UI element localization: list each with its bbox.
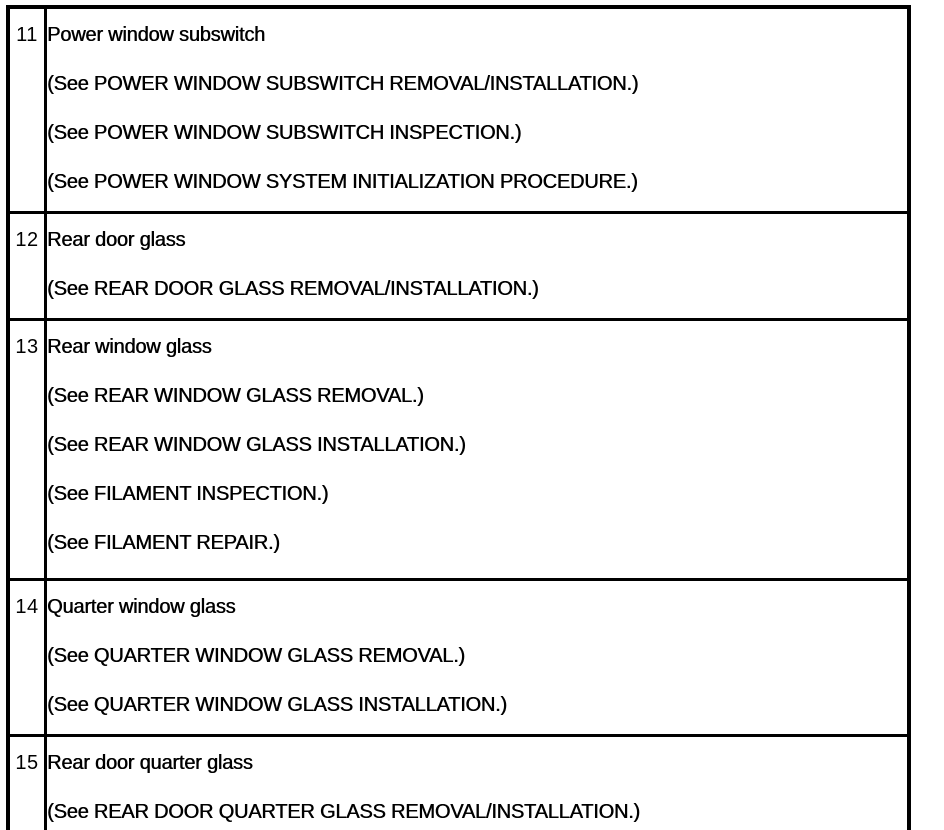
see-reference: (See FILAMENT REPAIR.) <box>47 532 280 554</box>
table-row: 15 Rear door quarter glass (See REAR DOO… <box>6 734 911 830</box>
table-row: 11 Power window subswitch (See POWER WIN… <box>6 5 911 214</box>
item-description-cell: Rear window glass (See REAR WINDOW GLASS… <box>44 318 911 581</box>
item-number: 11 <box>6 5 47 214</box>
see-reference: (See POWER WINDOW SYSTEM INITIALIZATION … <box>47 171 638 193</box>
see-reference: (See REAR WINDOW GLASS REMOVAL.) <box>47 385 424 407</box>
item-title: Rear door glass <box>47 229 186 251</box>
item-number: 15 <box>6 734 47 830</box>
item-number: 13 <box>6 318 47 581</box>
see-reference: (See FILAMENT INSPECTION.) <box>47 483 329 505</box>
component-index-table-body: 11 Power window subswitch (See POWER WIN… <box>6 5 911 830</box>
item-description-cell: Rear door glass (See REAR DOOR GLASS REM… <box>44 211 911 321</box>
item-number: 12 <box>6 211 47 321</box>
item-description-cell: Power window subswitch (See POWER WINDOW… <box>44 5 911 214</box>
see-reference: (See REAR WINDOW GLASS INSTALLATION.) <box>47 434 466 456</box>
item-title: Quarter window glass <box>47 596 236 618</box>
see-reference: (See QUARTER WINDOW GLASS REMOVAL.) <box>47 645 465 667</box>
item-title: Rear door quarter glass <box>47 752 253 774</box>
table-row: 14 Quarter window glass (See QUARTER WIN… <box>6 578 911 737</box>
see-reference: (See REAR DOOR QUARTER GLASS REMOVAL/INS… <box>47 801 640 823</box>
see-reference: (See REAR DOOR GLASS REMOVAL/INSTALLATIO… <box>47 278 539 300</box>
see-reference: (See POWER WINDOW SUBSWITCH REMOVAL/INST… <box>47 73 639 95</box>
table-row: 13 Rear window glass (See REAR WINDOW GL… <box>6 318 911 581</box>
table-row: 12 Rear door glass (See REAR DOOR GLASS … <box>6 211 911 321</box>
item-number: 14 <box>6 578 47 737</box>
see-reference: (See POWER WINDOW SUBSWITCH INSPECTION.) <box>47 122 522 144</box>
item-title: Power window subswitch <box>47 24 265 46</box>
see-reference: (See QUARTER WINDOW GLASS INSTALLATION.) <box>47 694 507 716</box>
component-index-table: 11 Power window subswitch (See POWER WIN… <box>6 5 911 830</box>
item-description-cell: Rear door quarter glass (See REAR DOOR Q… <box>44 734 911 830</box>
item-title: Rear window glass <box>47 336 212 358</box>
item-description-cell: Quarter window glass (See QUARTER WINDOW… <box>44 578 911 737</box>
